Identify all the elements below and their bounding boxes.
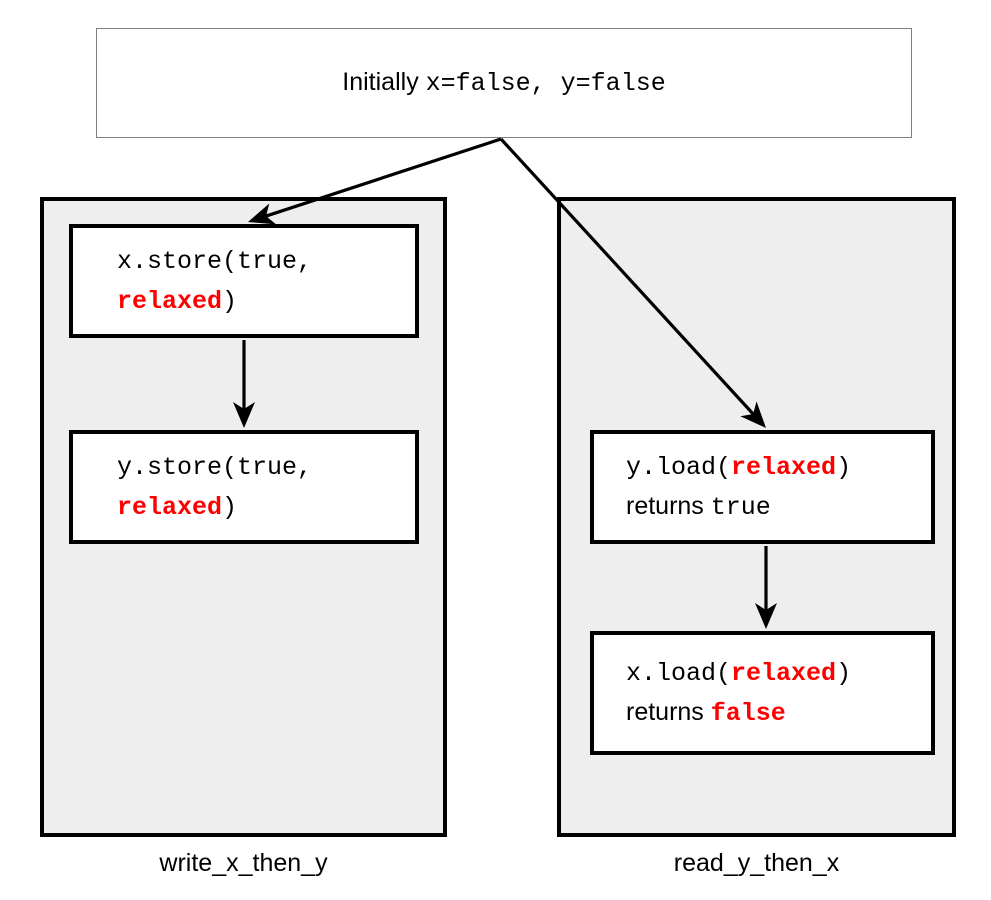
memory-order-keyword: relaxed: [117, 493, 223, 522]
operation-line-1: y.load(relaxed): [594, 447, 931, 487]
operation-line-1: y.store(true,: [73, 447, 415, 487]
code-text: ): [222, 493, 238, 522]
memory-order-keyword: relaxed: [117, 287, 223, 316]
returns-label: returns: [626, 492, 711, 520]
return-value: true: [710, 493, 771, 522]
operation-box-y-load: y.load(relaxed) returns true: [590, 430, 935, 544]
thread-label-read-y-then-x: read_y_then_x: [673, 849, 840, 877]
operation-line-2: relaxed): [73, 281, 415, 321]
initial-conditions-text: Initially x=false, y=false: [342, 68, 665, 98]
operation-line-2: relaxed): [73, 487, 415, 527]
initial-values-code: x=false, y=false: [425, 69, 666, 98]
operation-line-1: x.load(relaxed): [594, 653, 931, 693]
code-text: y.store(true,: [117, 453, 313, 482]
operation-line-2: returns true: [594, 487, 931, 527]
thread-label-write-x-then-y: write_x_then_y: [159, 849, 328, 877]
code-text: ): [836, 659, 852, 688]
operation-line-2: returns false: [594, 693, 931, 733]
operation-box-y-store: y.store(true, relaxed): [69, 430, 419, 544]
code-text: x.load(: [626, 659, 732, 688]
memory-order-keyword: relaxed: [731, 453, 837, 482]
memory-order-keyword: relaxed: [731, 659, 837, 688]
operation-line-1: x.store(true,: [73, 241, 415, 281]
code-text: x.store(true,: [117, 247, 313, 276]
code-text: ): [222, 287, 238, 316]
code-text: y.load(: [626, 453, 732, 482]
operation-box-x-store: x.store(true, relaxed): [69, 224, 419, 338]
initial-conditions-box: Initially x=false, y=false: [96, 28, 912, 138]
operation-box-x-load: x.load(relaxed) returns false: [590, 631, 935, 755]
initially-label: Initially: [342, 68, 426, 96]
code-text: ): [836, 453, 852, 482]
returns-label: returns: [626, 698, 711, 726]
return-value: false: [710, 699, 786, 728]
